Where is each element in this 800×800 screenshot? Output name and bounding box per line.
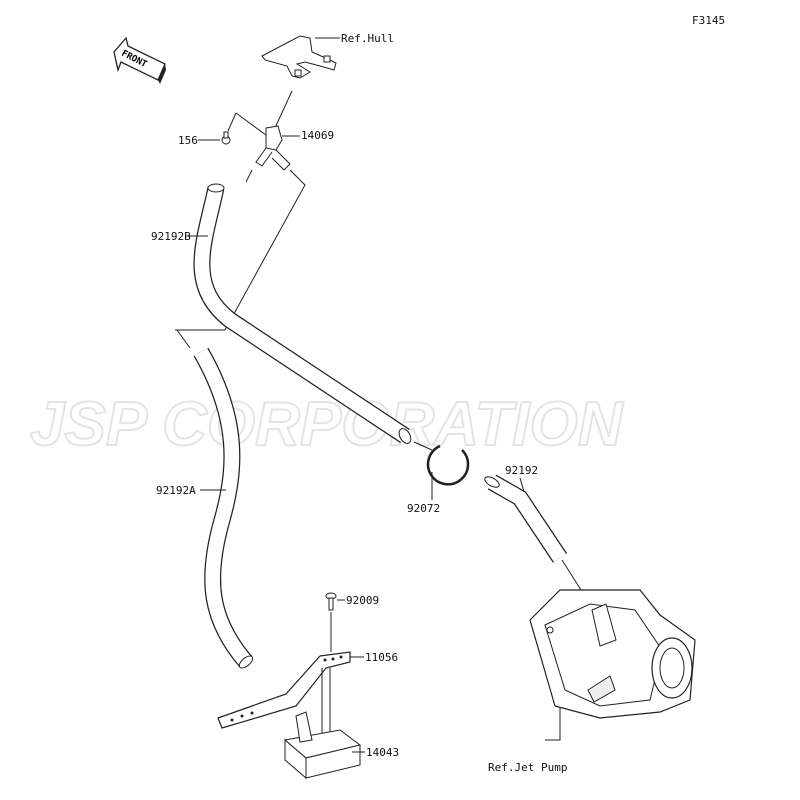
part-92072-label: 92072 xyxy=(407,502,440,515)
front-arrow-icon: FRONT xyxy=(113,36,166,84)
ref-hull-label: Ref.Hull xyxy=(341,32,394,45)
part-14043-label: 14043 xyxy=(366,746,399,759)
part-92192A-label: 92192A xyxy=(156,484,196,497)
hose-92192B xyxy=(193,183,412,444)
hose-92192 xyxy=(484,474,568,563)
bracket-11056 xyxy=(217,651,351,729)
fitting-14069 xyxy=(255,125,291,171)
bolt-156 xyxy=(221,131,231,145)
part-92192B-label: 92192B xyxy=(151,230,191,243)
part-14043 xyxy=(283,711,362,780)
ref-jet-pump-label: Ref.Jet Pump xyxy=(488,761,567,774)
part-11056-label: 11056 xyxy=(365,651,398,664)
jet-pump xyxy=(529,589,696,719)
diagram-code: F3145 xyxy=(692,14,725,27)
watermark: JSP CORPORATION xyxy=(30,390,624,459)
part-156-label: 156 xyxy=(178,134,198,147)
clamp-92072 xyxy=(426,444,470,486)
screw-92009 xyxy=(325,592,337,611)
part-92009-label: 92009 xyxy=(346,594,379,607)
hull-bracket xyxy=(261,35,337,79)
part-92192-label: 92192 xyxy=(505,464,538,477)
part-14069-label: 14069 xyxy=(301,129,334,142)
hose-92192A xyxy=(193,347,254,669)
